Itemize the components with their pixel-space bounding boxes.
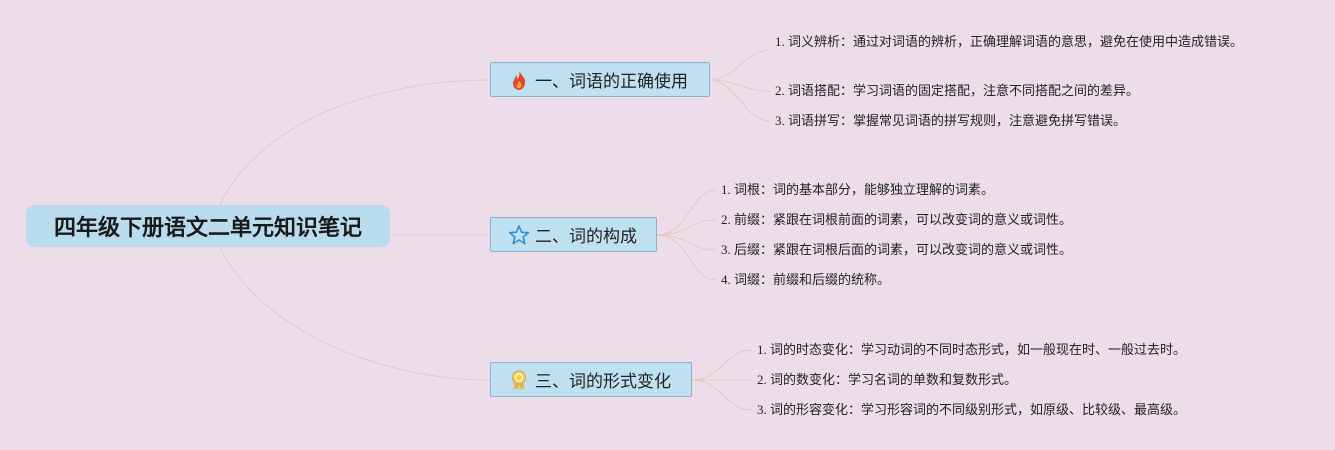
fire-icon: [508, 69, 530, 91]
award-icon: [508, 369, 530, 391]
root-topic[interactable]: 四年级下册语文二单元知识笔记: [26, 205, 390, 247]
leaf-prefix[interactable]: 2. 前缀：紧跟在词根前面的词素，可以改变词的意义或词性。: [721, 212, 1073, 227]
leaf-degree-change[interactable]: 3. 词的形容变化：学习形容词的不同级别形式，如原级、比较级、最高级。: [757, 402, 1187, 417]
connector-b2-leaf-1: [655, 189, 717, 236]
leaf-word-meaning[interactable]: 1. 词义辨析：通过对词语的辨析，正确理解词语的意思，避免在使用中造成错误。: [775, 34, 1244, 49]
leaf-word-collocation[interactable]: 2. 词语搭配：学习词语的固定搭配，注意不同搭配之间的差异。: [775, 83, 1140, 98]
connector-b1-leaf-1: [709, 49, 771, 81]
connector-b3-leaf-1: [691, 349, 753, 381]
branch-label: 三、词的形式变化: [535, 372, 671, 392]
leaf-affix[interactable]: 4. 词缀：前缀和后缀的统称。: [721, 272, 891, 287]
leaf-tense-change[interactable]: 1. 词的时态变化：学习动词的不同时态形式，如一般现在时、一般过去时。: [757, 342, 1187, 357]
root-title: 四年级下册语文二单元知识笔记: [53, 216, 362, 241]
branch-label: 一、词语的正确使用: [535, 72, 688, 92]
connector-b1-leaf-2: [709, 79, 771, 92]
connector-root-branch-1: [219, 79, 491, 206]
connector-b2-leaf-3: [655, 234, 717, 251]
branch-word-forms[interactable]: 三、词的形式变化: [490, 362, 692, 397]
connector-b2-leaf-2: [655, 219, 717, 236]
branch-label: 二、词的构成: [535, 227, 637, 247]
connector-root-branch-3: [219, 246, 491, 381]
connector-b3-leaf-3: [691, 379, 753, 411]
connector-b2-leaf-4: [655, 234, 717, 281]
branch-word-usage[interactable]: 一、词语的正确使用: [490, 62, 710, 97]
leaf-root[interactable]: 1. 词根：词的基本部分，能够独立理解的词素。: [721, 182, 995, 197]
connector-b1-leaf-3: [709, 79, 771, 122]
branch-word-formation[interactable]: 二、词的构成: [490, 217, 657, 252]
leaf-number-change[interactable]: 2. 词的数变化：学习名词的单数和复数形式。: [757, 372, 1018, 387]
leaf-suffix[interactable]: 3. 后缀：紧跟在词根后面的词素，可以改变词的意义或词性。: [721, 242, 1073, 257]
star-icon: [508, 224, 530, 246]
leaf-word-spelling[interactable]: 3. 词语拼写：掌握常见词语的拼写规则，注意避免拼写错误。: [775, 113, 1127, 128]
